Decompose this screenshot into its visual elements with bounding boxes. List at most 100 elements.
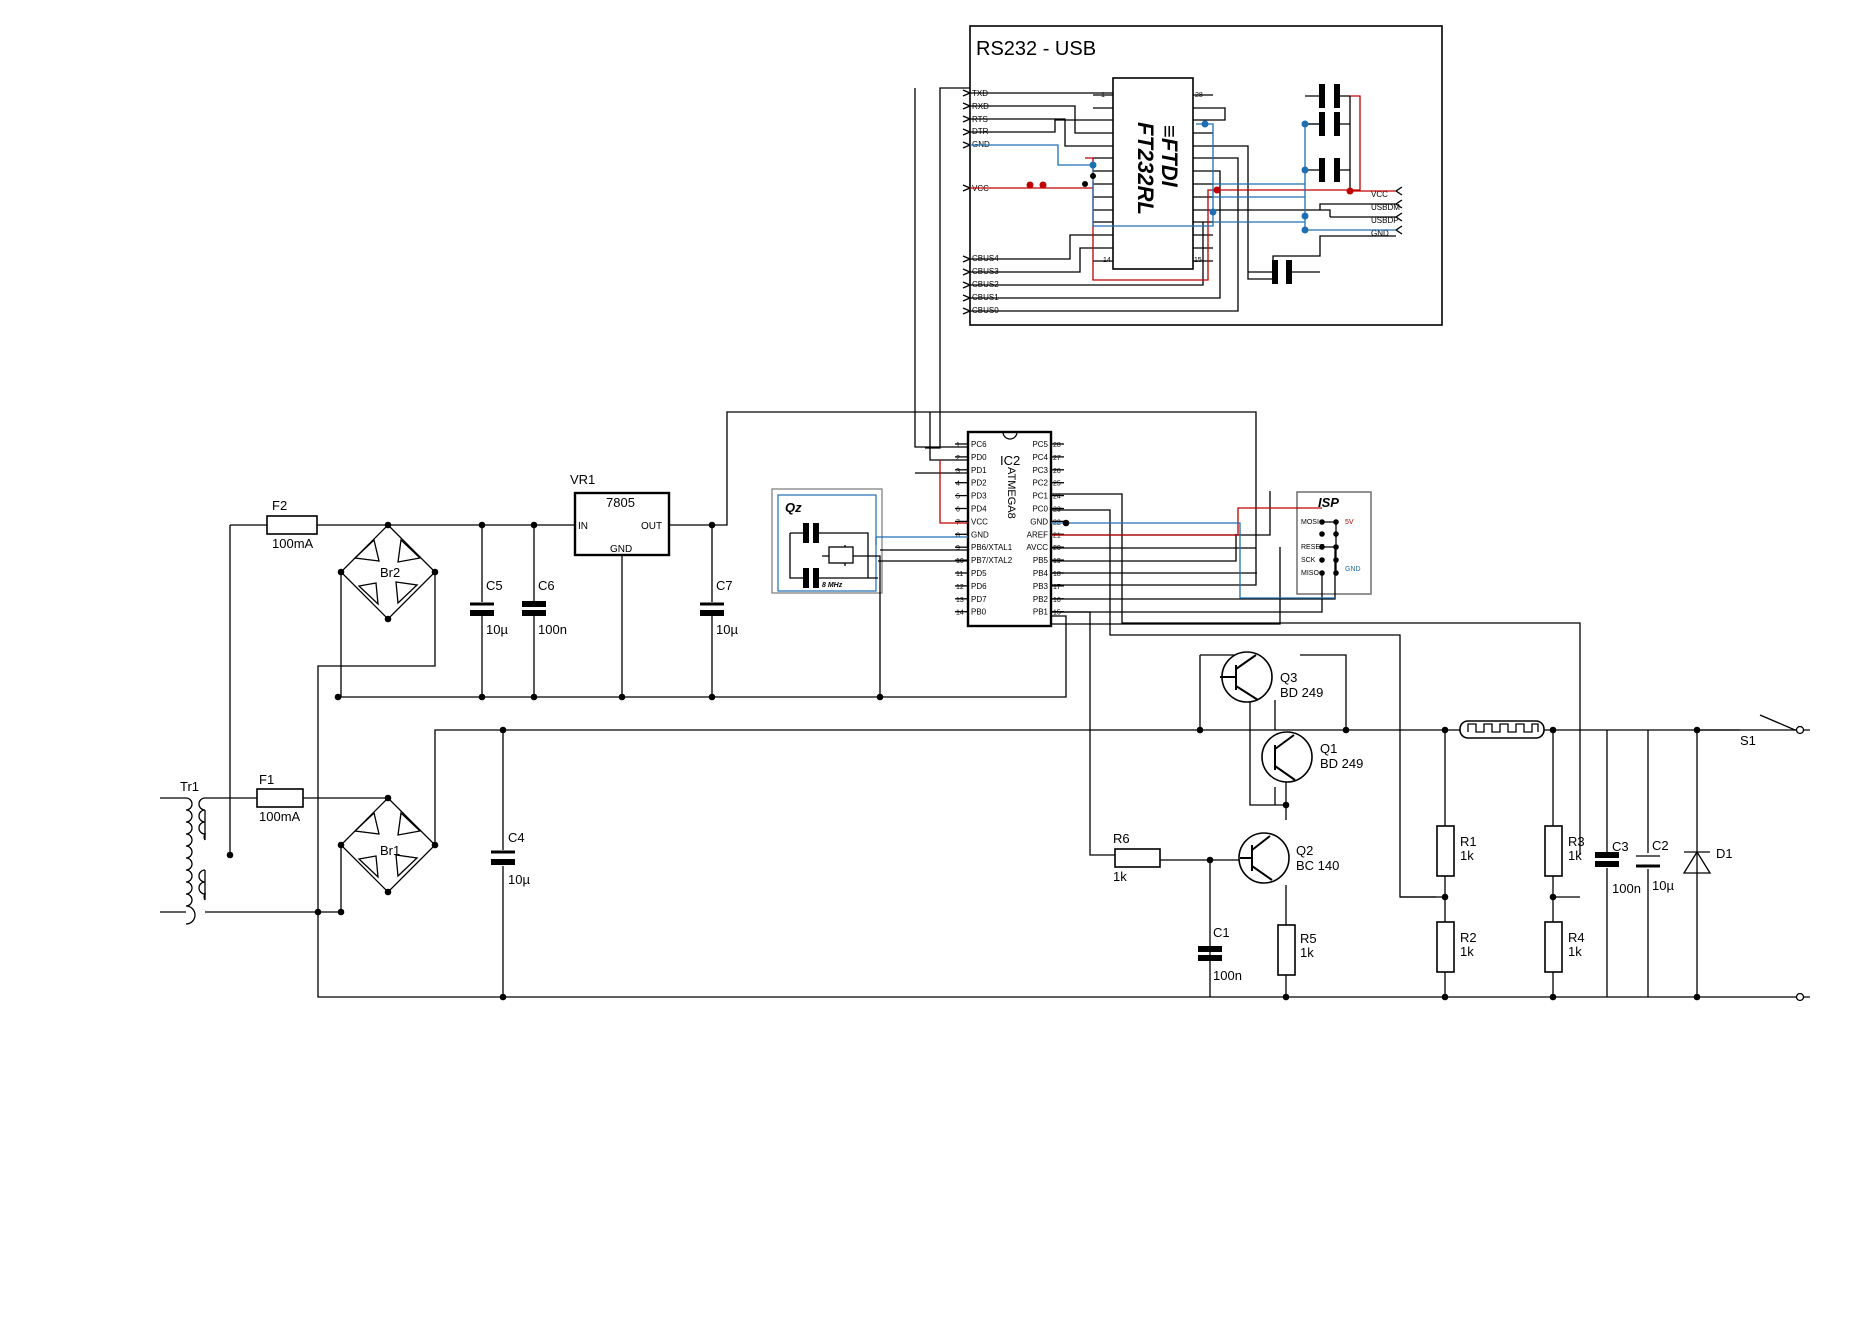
c5-ref: C5 [486,578,503,593]
ic2-pin-number: 5 [956,494,960,501]
d1-ref: D1 [1716,846,1733,861]
transformer-tr1: Tr1 [180,779,207,925]
isp-pin-miso: MISO [1301,570,1319,577]
ic2-pin-label: PD1 [971,466,987,475]
vr1-ref: VR1 [570,472,595,487]
ic2-pin-label: PB3 [1033,582,1049,591]
vr1-part: 7805 [606,495,635,510]
capacitor-c4: C4 10µ [491,830,530,887]
ic2-pin-number: 1 [956,442,960,449]
f2-body [266,515,318,535]
q1-value: BD 249 [1320,756,1363,771]
heater-element [1459,720,1545,739]
ic2-pin-label: PD7 [971,595,987,604]
rs232-usb-frame [969,25,1443,326]
ic2-pin-label: PC4 [1032,453,1048,462]
regulator-vr1: VR1 7805 IN OUT GND [570,472,671,557]
r2-ref: R2 [1460,930,1477,945]
resistor-r3: R3 1k [1544,825,1585,877]
c1-ref: C1 [1213,925,1230,940]
ic2-pin-number: 18 [1053,571,1061,578]
ic2-pin-label: PB0 [971,608,987,617]
ic2-pin-number: 3 [956,468,960,475]
ic2-pin-label: PD4 [971,505,987,514]
qz-frame [771,488,883,594]
ic2-pin-label: GND [971,530,989,539]
ic2-pin-label: PC3 [1032,466,1048,475]
ic2-pin-label: AVCC [1026,543,1048,552]
ic2-pin-number: 16 [1053,597,1061,604]
r2-value: 1k [1460,944,1474,959]
ic2-pin-label: PB2 [1033,595,1049,604]
ic2-pin-label: PB5 [1033,556,1049,565]
usb-pin-vcc: VCC [1371,190,1388,199]
ic2-pin-number: 6 [956,507,960,514]
capacitor-c2: C2 10µ [1636,838,1674,893]
vr1-gnd-label: GND [610,544,632,555]
r3-value: 1k [1568,848,1582,863]
c6-ref: C6 [538,578,555,593]
capacitor-c1: C1 100n [1198,925,1242,983]
ic2-body [966,430,1053,628]
usb-pin-usbdp: USBDP [1371,216,1399,225]
switch-s1: S1 [1740,725,1805,1002]
junction-dots [226,519,1701,1001]
r1-ref: R1 [1460,834,1477,849]
r5-ref: R5 [1300,931,1317,946]
resistor-r4: R4 1k [1544,921,1585,973]
resistor-r2: R2 1k [1436,921,1477,973]
ic2-pin-number: 21 [1053,532,1061,539]
ic2-pin-label: PD0 [971,453,987,462]
resistor-r1: R1 1k [1436,825,1477,877]
ic2-pin-label: AREF [1027,530,1048,539]
ic2-pin-label: PD5 [971,569,987,578]
ic2-pin-label: VCC [971,517,988,526]
ic2-pin-number: 9 [956,545,960,552]
qz-frequency: 8 MHz [822,582,843,589]
ic2-pin-number: 28 [1053,442,1061,449]
ic2-pin-label: PD6 [971,582,987,591]
ft232rl-chip [1112,77,1194,270]
f1-ref: F1 [259,772,274,787]
f1-body [256,788,304,808]
ic2-pin-number: 26 [1053,468,1061,475]
c7-ref: C7 [716,578,733,593]
ic2-pin-number: 17 [1053,584,1061,591]
q3-ref: Q3 [1280,670,1297,685]
q2-value: BC 140 [1296,858,1339,873]
f2-value: 100mA [272,536,314,551]
ic2-pin-label: PB7/XTAL2 [971,556,1013,565]
c4-value: 10µ [508,872,530,887]
transistor-q3: Q3 BD 249 [1220,651,1323,703]
usb-pin-gnd: GND [1371,229,1389,238]
f1-value: 100mA [259,809,301,824]
ic2-pin-label: PB4 [1033,569,1049,578]
ic2-pin-label: PD2 [971,479,987,488]
rs232-usb-title: RS232 - USB [976,38,1096,60]
main-wiring [160,87,1810,998]
ft232rl-label: FT232RL [1133,122,1158,215]
resistor-r5: R5 1k [1277,924,1317,976]
ic2-ref-label: IC2 [1000,453,1020,468]
ic2-pin-label: PC0 [1032,505,1048,514]
ic2-pin-number: 4 [956,481,960,488]
c3-value: 100n [1612,881,1641,896]
f2-ref: F2 [272,498,287,513]
capacitor-c3: C3 100n [1595,839,1641,896]
ftdi-brand-label: ≡FTDI [1157,125,1182,188]
isp-connector: ISP MOSI RESET SCK MISO 5V GND [1296,491,1372,595]
ic2-pin-number: 25 [1053,481,1061,488]
isp-pin-reset: RESET [1301,544,1325,551]
c6-value: 100n [538,622,567,637]
transistor-q2: Q2 BC 140 [1238,832,1339,884]
rs232-usb-module: RS232 - USB ≡FTDI FT232RL 1 28 14 15 TXD… [962,25,1443,326]
vr1-body [573,491,671,557]
isp-pin-sck: SCK [1301,557,1316,564]
ic2-pin-label: GND [1030,517,1048,526]
q2-ref: Q2 [1296,843,1313,858]
ic2-pin-number: 12 [956,584,964,591]
ic2-pin-number: 27 [1053,455,1061,462]
c2-ref: C2 [1652,838,1669,853]
ic2-pin-number: 13 [956,597,964,604]
